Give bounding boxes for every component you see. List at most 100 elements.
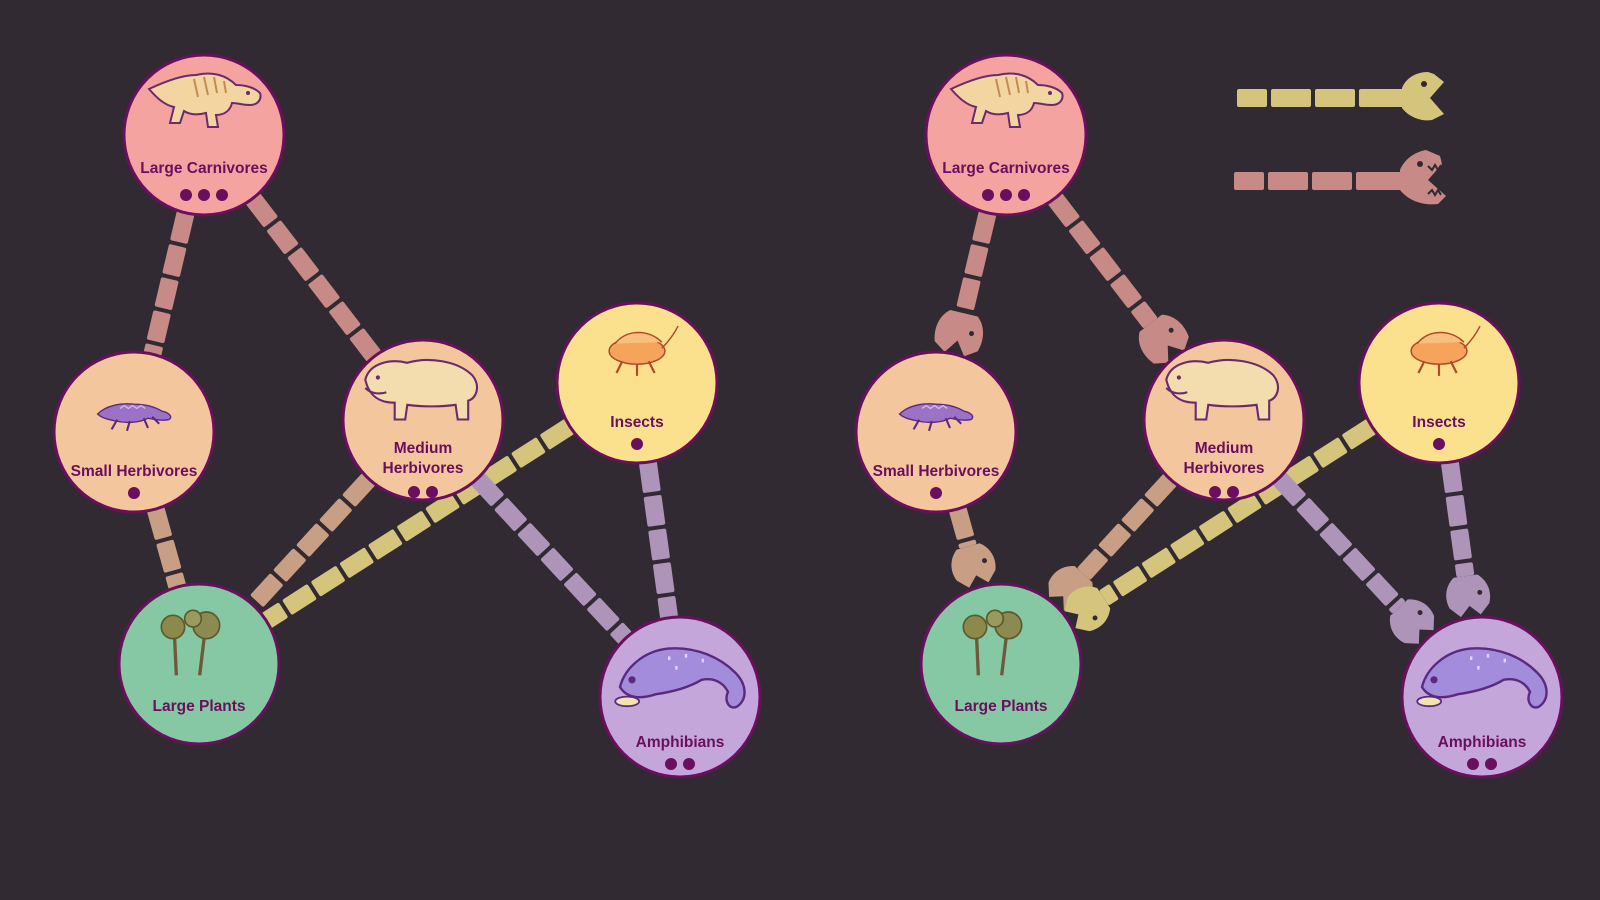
link-insects-amphibians-left[interactable] [639,461,678,619]
link-insects-amphibians-right[interactable] [1441,461,1475,578]
link-segment [639,461,661,493]
link-segment [156,539,182,573]
link-medium_herbivores-large_plants-right[interactable] [1077,473,1178,580]
link-medium_herbivores-large_plants-left[interactable] [250,473,376,607]
link-large_carnivores-medium_herbivores-right[interactable] [1048,193,1158,329]
link-segment [972,211,997,244]
link-segment [1296,498,1329,531]
link-segment [653,562,675,595]
food-web-links-left [143,193,678,645]
node-label: Amphibians [1438,734,1527,751]
link-segment [296,523,329,557]
node-small-herbivores-left[interactable]: Small Herbivores [52,350,216,514]
link-segment [1319,523,1352,556]
link-segment [1441,461,1463,493]
food-web-links-right [949,193,1475,614]
herbivore-head-icon [1446,574,1491,618]
link-segment [648,528,670,561]
node-amphibians-left[interactable]: Amphibians [598,615,762,779]
node-medium-herbivores-right[interactable]: Medium Herbivores [1142,338,1306,502]
link-segment [1285,456,1319,486]
link-segment [541,548,573,581]
link-segment [564,573,597,606]
link-segment [1069,220,1101,254]
link-medium_herbivores-amphibians-right[interactable] [1273,473,1406,614]
link-segment [1144,473,1177,507]
link-segment [657,596,678,619]
link-segment [154,277,179,310]
node-insects-right[interactable]: Insects [1357,301,1521,465]
link-segment [287,247,319,281]
node-label: Amphibians [636,734,725,751]
dot-indicator [930,487,942,499]
dot-indicator [1209,486,1239,498]
link-insects-large_plants-left[interactable] [261,419,574,629]
link-small_herbivores-large_plants-right[interactable] [949,507,977,549]
link-segment [147,507,172,540]
link-segment [471,473,504,506]
node-label-line1: Medium [394,440,453,457]
link-segment [349,328,381,362]
link-segment [1048,193,1080,227]
link-large_carnivores-medium_herbivores-left[interactable] [246,193,382,362]
node-small-herbivores-right[interactable]: Small Herbivores [854,350,1018,514]
link-segment [1199,511,1233,542]
node-label: Insects [1412,414,1465,431]
link-segment [540,419,574,450]
link-segment [511,437,546,468]
link-segment [147,310,171,344]
link-segment [1455,562,1475,578]
link-segment [339,547,374,578]
link-segment [1077,548,1108,580]
link-small_herbivores-large_plants-left[interactable] [147,507,186,590]
legend [1234,72,1446,205]
dot-indicator [128,487,140,499]
node-label-line2: Herbivores [1184,460,1265,477]
carnivore-head-icon [934,310,984,357]
link-segment [517,523,550,556]
herbivore-head-icon [1389,599,1435,644]
node-label: Large Plants [954,698,1047,715]
link-segment [483,456,517,486]
link-large_carnivores-small_herbivores-right[interactable] [956,211,997,311]
link-medium_herbivores-amphibians-left[interactable] [471,473,632,645]
dot-indicator [1433,438,1445,450]
node-large-plants-right[interactable]: Large Plants [919,582,1083,746]
node-large-plants-left[interactable]: Large Plants [117,582,281,746]
link-segment [949,507,974,540]
link-segment [368,529,403,560]
node-large-carnivores-right[interactable]: Large Carnivores [924,53,1088,217]
dot-indicator [631,438,643,450]
node-large-carnivores-left[interactable]: Large Carnivores [122,53,286,217]
link-segment [1227,492,1262,523]
link-segment [308,274,340,308]
link-segment [267,220,299,254]
link-segment [956,277,981,310]
link-segment [425,492,460,523]
node-medium-herbivores-left[interactable]: Medium Herbivores [341,338,505,502]
node-label: Small Herbivores [873,463,1000,480]
link-insects-large_plants-right[interactable] [1099,419,1377,606]
herbivore-head-icon [1064,586,1111,632]
link-large_carnivores-small_herbivores-left[interactable] [143,211,195,356]
node-label-line2: Herbivores [383,460,464,477]
link-segment [397,511,431,542]
dot-indicator [180,189,228,201]
link-segment [1113,566,1147,597]
link-segment [273,548,306,582]
link-segment [643,494,666,527]
link-segment [1099,584,1119,605]
node-label: Large Carnivores [942,160,1070,177]
legend-herbivore-link [1237,72,1444,121]
link-segment [1445,494,1468,527]
node-label: Insects [610,414,663,431]
link-segment [1366,573,1399,606]
link-segment [1089,247,1121,281]
node-amphibians-right[interactable]: Amphibians [1400,615,1564,779]
link-segment [587,597,620,631]
link-segment [1121,498,1154,532]
node-insects-left[interactable]: Insects [555,301,719,465]
node-label: Small Herbivores [71,463,198,480]
node-label-line1: Medium [1195,440,1254,457]
